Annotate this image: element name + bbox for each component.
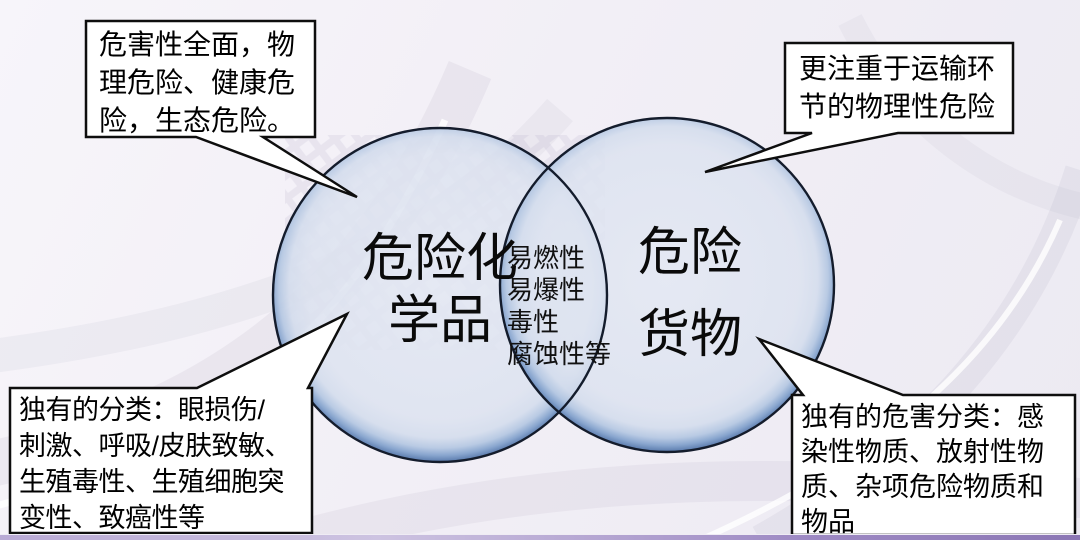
callout-bottom-left-text: 独有的分类：眼损伤/ 刺激、呼吸/皮肤致敏、 生殖毒性、生殖细胞突 变性、致癌性… (19, 392, 292, 536)
callout-top-right-line-2: 节的物理性危险 (799, 91, 996, 122)
callout-bottom-right-line-4: 物品 (801, 507, 855, 537)
right-circle-label-line-1: 危险 (637, 224, 742, 282)
left-circle-outline (271, 126, 609, 464)
right-circle-label-line-2: 货物 (637, 306, 742, 364)
callout-bottom-right-line-3: 质、杂项危险物质和 (801, 472, 1044, 502)
callout-top-left-text: 危害性全面，物 理危险、健康危 险，生态危险。 (99, 26, 295, 140)
callout-top-left-line-3: 险，生态危险。 (99, 105, 296, 136)
left-circle-label: 危险化 学品 (320, 228, 560, 352)
callout-bottom-right-text: 独有的危害分类：感 染性物质、放射性物 质、杂项危险物质和 物品 (801, 400, 1044, 540)
callout-bottom-right-line-2: 染性物质、放射性物 (801, 437, 1044, 467)
callout-bottom-right-line-1: 独有的危害分类：感 (801, 402, 1044, 432)
callout-bottom-left-shape (8, 311, 350, 535)
left-circle-label-line-1: 危险化 (361, 230, 518, 288)
callout-bottom-left-line-3: 生殖毒性、生殖细胞突 (19, 467, 285, 497)
overlap-text: 易燃性 易爆性 毒性 腐蚀性等 (507, 242, 611, 370)
callout-top-left-line-2: 理危险、健康危 (99, 67, 296, 98)
callout-top-right-line-1: 更注重于运输环 (799, 53, 996, 84)
callout-top-left-shape (84, 19, 358, 199)
overlap-line-2: 易爆性 (507, 275, 586, 305)
left-circle-label-line-2: 学品 (387, 292, 492, 350)
callout-top-right-shape (704, 41, 1015, 174)
callout-bottom-left-line-2: 刺激、呼吸/皮肤致敏、 (19, 431, 292, 461)
overlap-line-4: 腐蚀性等 (507, 339, 612, 369)
bottom-accent-bar (0, 534, 1080, 540)
callout-bottom-left-line-1: 独有的分类：眼损伤/ (19, 395, 265, 425)
callout-bottom-left-line-4: 变性、致癌性等 (19, 503, 205, 533)
callout-top-left-line-1: 危害性全面，物 (99, 29, 296, 60)
right-circle (500, 118, 834, 452)
callout-top-right-text: 更注重于运输环 节的物理性危险 (799, 50, 995, 126)
right-circle-outline (498, 116, 836, 454)
overlap-line-3: 毒性 (507, 307, 560, 337)
overlap-line-1: 易燃性 (507, 243, 586, 273)
